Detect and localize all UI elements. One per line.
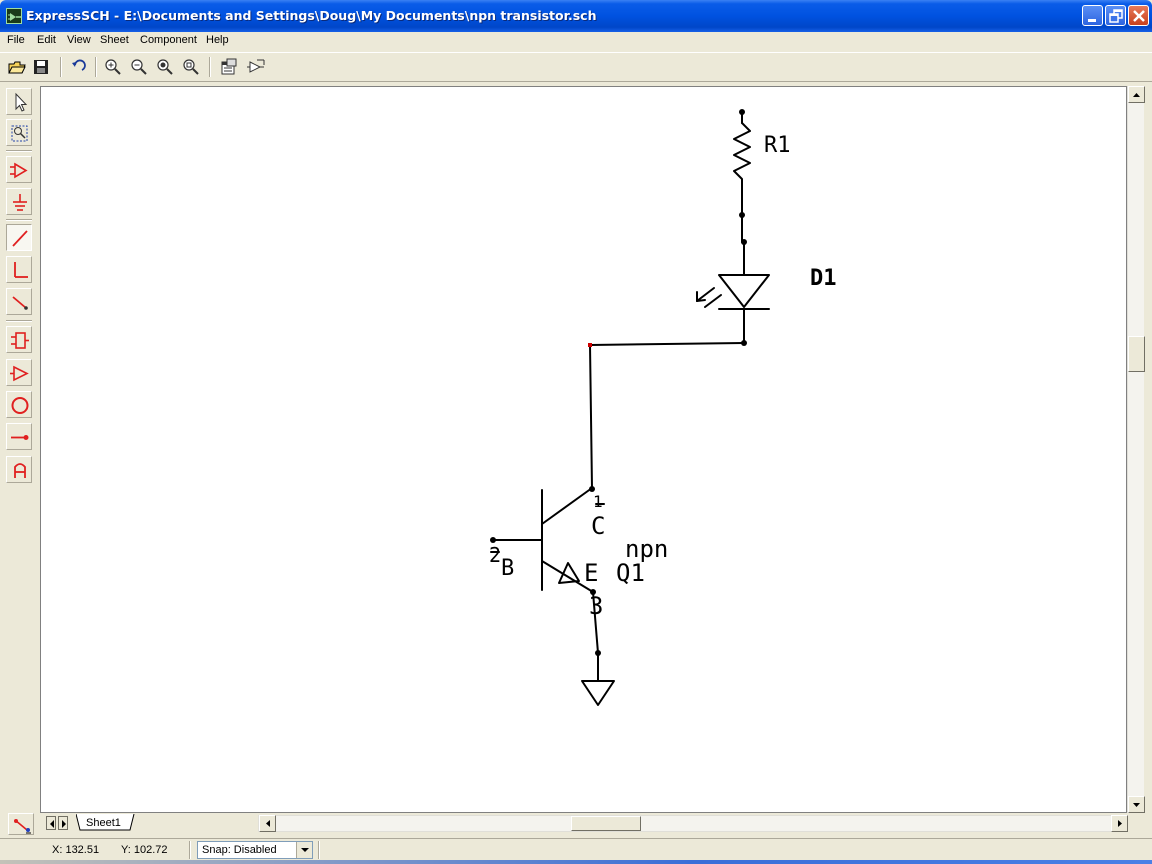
- led-d1[interactable]: [696, 241, 770, 344]
- schematic-canvas[interactable]: R1 D1 npn Q1 1 C 2 B E 3: [40, 86, 1127, 813]
- d1-label[interactable]: D1: [810, 266, 837, 291]
- menu-view[interactable]: View: [67, 34, 91, 46]
- menu-file[interactable]: File: [7, 34, 25, 46]
- tab-next-button[interactable]: [58, 816, 68, 830]
- restore-button[interactable]: [1105, 5, 1126, 26]
- close-button[interactable]: [1128, 5, 1149, 26]
- open-icon[interactable]: [6, 56, 28, 78]
- menu-help[interactable]: Help: [206, 34, 229, 46]
- scroll-down-button[interactable]: [1128, 796, 1145, 813]
- properties-icon[interactable]: [218, 56, 240, 78]
- base-pin-number: 2: [489, 543, 501, 567]
- taskbar-edge: [0, 860, 1152, 864]
- collector-pin-number: 1: [593, 492, 603, 511]
- net-label-line-icon[interactable]: [6, 288, 32, 315]
- junction-dot: [739, 109, 745, 115]
- snap-select-value: Snap: Disabled: [202, 844, 277, 856]
- buffer-icon[interactable]: [6, 359, 32, 386]
- scroll-left-button[interactable]: [259, 815, 276, 832]
- junction-dot: [490, 537, 496, 543]
- resistor-r1[interactable]: [733, 112, 751, 243]
- select-arrow-icon[interactable]: [6, 88, 32, 115]
- junction-dot: [595, 650, 601, 656]
- junction-wire-icon[interactable]: [6, 256, 32, 283]
- status-separator: [189, 841, 191, 859]
- scroll-right-button[interactable]: [1111, 815, 1128, 832]
- zoom-fit-icon[interactable]: [154, 56, 176, 78]
- sheet-tab-row: Sheet1: [0, 813, 1152, 836]
- junction-dot: [739, 212, 745, 218]
- wire-icon[interactable]: [6, 224, 32, 251]
- menu-edit[interactable]: Edit: [37, 34, 56, 46]
- select-area-icon[interactable]: [6, 119, 32, 146]
- wire[interactable]: [589, 342, 745, 489]
- emitter-pin-name: E: [584, 559, 598, 587]
- minimize-button[interactable]: [1082, 5, 1103, 26]
- undo-icon[interactable]: [67, 56, 89, 78]
- palette-separator: [6, 150, 32, 152]
- selected-node[interactable]: [588, 343, 592, 347]
- cursor-x-readout: X: 132.51: [52, 844, 100, 856]
- pin-icon[interactable]: [6, 423, 32, 450]
- palette-separator: [6, 219, 32, 221]
- vertical-scroll-thumb[interactable]: [1128, 336, 1145, 372]
- junction-dot: [741, 340, 747, 346]
- emitter-pin-number: 3: [589, 592, 603, 620]
- tab-prev-button[interactable]: [46, 816, 56, 830]
- title-bar[interactable]: ExpressSCH - E:\Documents and Settings\D…: [0, 0, 1152, 32]
- tool-palette: [0, 84, 40, 840]
- expresssch-app-icon[interactable]: [6, 8, 22, 24]
- horizontal-scroll-thumb[interactable]: [571, 816, 641, 831]
- component-icon[interactable]: [6, 326, 32, 353]
- r1-label[interactable]: R1: [764, 133, 791, 158]
- q1-value-label[interactable]: npn: [625, 535, 668, 563]
- menu-sheet[interactable]: Sheet: [100, 34, 129, 46]
- tab-sheet1[interactable]: Sheet1: [76, 814, 146, 832]
- vertical-scrollbar[interactable]: [1127, 86, 1145, 813]
- q1-label[interactable]: Q1: [616, 559, 645, 587]
- window-title: ExpressSCH - E:\Documents and Settings\D…: [26, 8, 597, 23]
- text-icon[interactable]: [6, 456, 32, 483]
- scroll-up-button[interactable]: [1128, 86, 1145, 103]
- toolbar-separator: [95, 57, 97, 77]
- snap-toggle-icon[interactable]: [8, 813, 34, 835]
- menu-bar: File Edit View Sheet Component Help: [0, 32, 1152, 50]
- snap-select[interactable]: Snap: Disabled: [197, 841, 313, 859]
- palette-separator: [6, 320, 32, 322]
- ground-symbol[interactable]: [581, 652, 615, 706]
- zoom-in-icon[interactable]: [102, 56, 124, 78]
- component-editor-icon[interactable]: [245, 56, 267, 78]
- zoom-out-icon[interactable]: [128, 56, 150, 78]
- cursor-y-readout: Y: 102.72: [121, 844, 168, 856]
- bus-entry-icon[interactable]: [6, 156, 32, 183]
- menu-component[interactable]: Component: [140, 34, 197, 46]
- horizontal-scrollbar[interactable]: [258, 815, 1128, 832]
- junction-dot: [589, 486, 595, 492]
- circle-icon[interactable]: [6, 391, 32, 418]
- base-pin-name: B: [501, 556, 514, 581]
- chevron-down-icon[interactable]: [296, 842, 312, 858]
- save-icon[interactable]: [30, 56, 52, 78]
- zoom-area-icon[interactable]: [180, 56, 202, 78]
- ground-icon[interactable]: [6, 188, 32, 215]
- status-bar: X: 132.51 Y: 102.72 Snap: Disabled: [0, 838, 1152, 860]
- toolbar-separator: [60, 57, 62, 77]
- junction-dot: [590, 589, 596, 595]
- sheet-tab-label: Sheet1: [86, 817, 121, 829]
- junction-dot: [741, 239, 747, 245]
- toolbar-separator: [209, 57, 211, 77]
- collector-pin-name: C: [591, 512, 605, 540]
- transistor-q1[interactable]: [492, 487, 599, 654]
- toolbar: [0, 52, 1152, 82]
- status-separator: [318, 841, 320, 859]
